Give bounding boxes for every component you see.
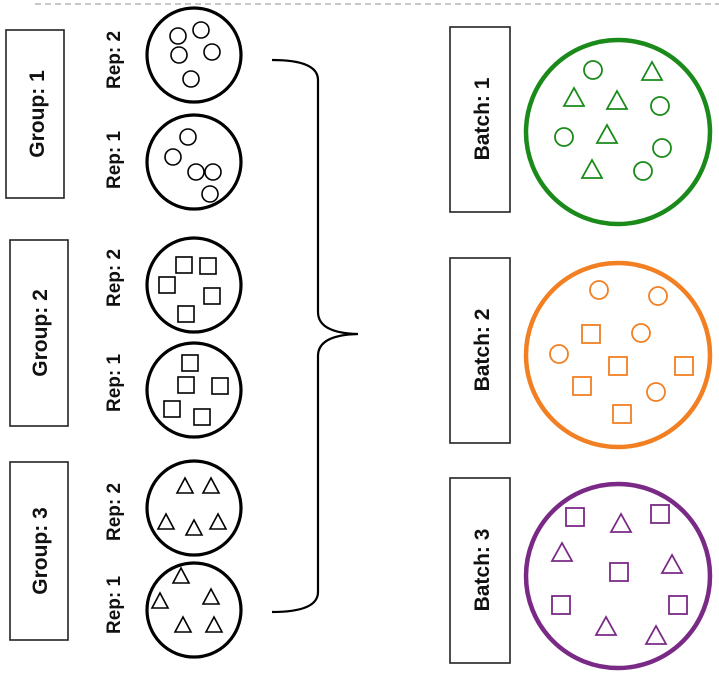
sample-group-3-rep-1 bbox=[145, 561, 243, 659]
circle-icon bbox=[182, 70, 200, 88]
square-icon bbox=[572, 376, 592, 396]
triangle-icon bbox=[173, 615, 193, 633]
circle-icon bbox=[164, 148, 182, 166]
circle-icon bbox=[204, 163, 222, 181]
group-2-rep-1-label: Rep: 1 bbox=[104, 354, 125, 413]
circle-icon bbox=[169, 27, 187, 45]
triangle-icon bbox=[201, 587, 221, 605]
sample-group-3-rep-2 bbox=[145, 459, 243, 557]
square-icon bbox=[650, 504, 670, 524]
circle-icon bbox=[192, 21, 210, 39]
square-icon bbox=[609, 562, 629, 582]
triangle-icon bbox=[184, 518, 204, 536]
sample-group-1-rep-1 bbox=[145, 113, 243, 211]
triangle-icon bbox=[660, 553, 684, 574]
square-icon bbox=[163, 400, 181, 418]
triangle-icon bbox=[605, 89, 629, 110]
square-icon bbox=[565, 507, 585, 527]
triangle-icon bbox=[171, 566, 191, 584]
triangle-icon bbox=[208, 512, 228, 530]
group-3-rep-2-label: Rep: 2 bbox=[104, 483, 125, 541]
sample-group-2-rep-2 bbox=[145, 236, 243, 334]
square-icon bbox=[581, 324, 601, 344]
circle-icon bbox=[583, 60, 603, 80]
circle-icon bbox=[631, 323, 651, 343]
batch-3-box: Batch: 3 bbox=[449, 477, 511, 664]
group-3-box: Group: 3 bbox=[9, 461, 69, 641]
square-icon bbox=[158, 276, 176, 294]
circle-icon bbox=[646, 382, 666, 402]
sample-group-1-rep-2 bbox=[145, 6, 243, 104]
circle-icon bbox=[549, 344, 569, 364]
square-icon bbox=[193, 408, 211, 426]
circle-icon bbox=[203, 43, 221, 61]
group-2-label: Group: 2 bbox=[29, 289, 52, 377]
circle-icon bbox=[554, 127, 574, 147]
circle-icon bbox=[179, 128, 197, 146]
triangle-icon bbox=[150, 591, 170, 609]
triangle-icon bbox=[609, 512, 633, 533]
square-icon bbox=[203, 287, 221, 305]
square-icon bbox=[177, 376, 195, 394]
batch-1-box: Batch: 1 bbox=[449, 26, 511, 213]
triangle-icon bbox=[204, 615, 224, 633]
batch-1-label: Batch: 1 bbox=[471, 77, 494, 160]
group-1-rep-1-label: Rep: 1 bbox=[104, 131, 125, 190]
group-2-rep-2-label: Rep: 2 bbox=[104, 249, 125, 307]
circle-icon bbox=[648, 286, 668, 306]
triangle-icon bbox=[201, 476, 221, 494]
circle-icon bbox=[633, 161, 653, 181]
square-icon bbox=[199, 257, 217, 275]
circle-icon bbox=[187, 163, 205, 181]
sample-group-2-rep-1 bbox=[145, 341, 243, 439]
triangle-icon bbox=[156, 512, 176, 530]
triangle-icon bbox=[594, 615, 618, 636]
triangle-icon bbox=[644, 624, 668, 645]
group-1-rep-2-label: Rep: 2 bbox=[104, 31, 125, 89]
batch-2-box: Batch: 2 bbox=[449, 257, 511, 444]
triangle-icon bbox=[562, 86, 586, 107]
batch-3-label: Batch: 3 bbox=[471, 529, 494, 612]
square-icon bbox=[674, 356, 694, 376]
square-icon bbox=[181, 354, 199, 372]
group-2-box: Group: 2 bbox=[9, 239, 69, 427]
group-3-label: Group: 3 bbox=[29, 507, 52, 595]
batch-1-sample bbox=[523, 37, 713, 227]
square-icon bbox=[612, 404, 632, 424]
square-icon bbox=[175, 256, 193, 274]
group-1-box: Group: 1 bbox=[5, 29, 65, 199]
circle-icon bbox=[589, 280, 609, 300]
circle-icon bbox=[650, 96, 670, 116]
group-3-rep-1-label: Rep: 1 bbox=[104, 576, 125, 635]
group-1-label: Group: 1 bbox=[26, 70, 49, 158]
batch-3-sample bbox=[523, 481, 713, 671]
square-icon bbox=[668, 595, 688, 615]
triangle-icon bbox=[175, 476, 195, 494]
square-icon bbox=[551, 595, 571, 615]
triangle-icon bbox=[595, 123, 619, 144]
circle-icon bbox=[170, 46, 188, 64]
square-icon bbox=[211, 377, 229, 395]
batch-2-sample bbox=[523, 260, 713, 450]
circle-icon bbox=[652, 138, 672, 158]
square-icon bbox=[608, 356, 628, 376]
batch-2-label: Batch: 2 bbox=[471, 309, 494, 392]
square-icon bbox=[177, 305, 195, 323]
circle-icon bbox=[201, 185, 219, 203]
triangle-icon bbox=[640, 60, 664, 81]
curly-brace-icon bbox=[271, 58, 359, 614]
triangle-icon bbox=[550, 541, 574, 562]
triangle-icon bbox=[580, 158, 604, 179]
